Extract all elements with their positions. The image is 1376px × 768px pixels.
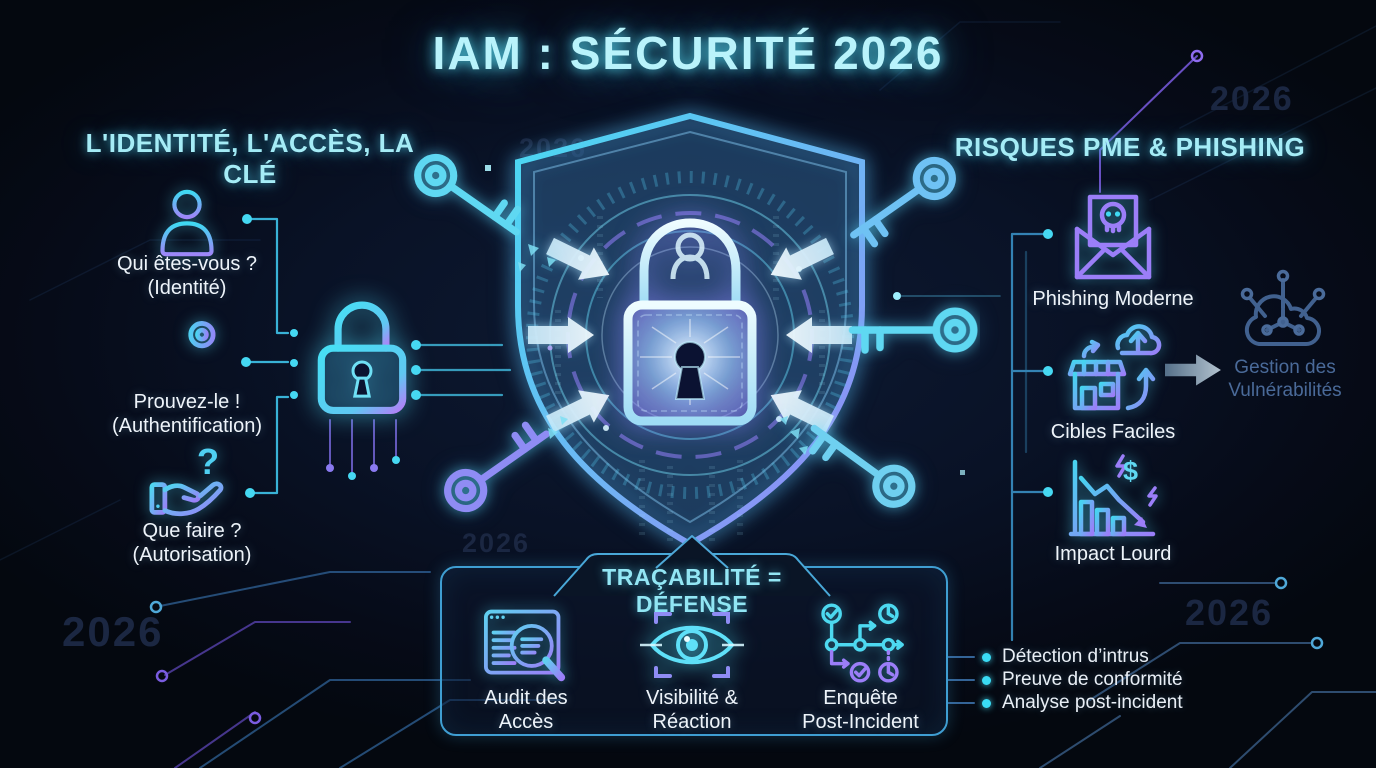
hand-question-icon: ? bbox=[149, 443, 224, 517]
bullet-dot bbox=[982, 652, 991, 662]
visibility-label: Visibilité & Réaction bbox=[617, 686, 767, 735]
bullet-item: Preuve de conformité bbox=[982, 669, 1183, 691]
label-line: Cibles Faciles bbox=[1050, 421, 1176, 443]
vulnerability-label: Gestion des Vulnérabilités bbox=[1200, 356, 1370, 402]
right-section-heading: RISQUES PME & PHISHING bbox=[954, 132, 1306, 162]
label-line: (Authentification) bbox=[111, 415, 263, 438]
bullet-dot bbox=[982, 698, 991, 708]
dollar-glyph: $ bbox=[1123, 456, 1138, 486]
label-line: Vulnérabilités bbox=[1228, 380, 1342, 402]
panel-chevron-icon bbox=[655, 535, 729, 569]
keyhole bbox=[674, 341, 706, 400]
identity-label: Qui êtes-vous ? (Identité) bbox=[87, 252, 287, 301]
audit-magnifier-icon bbox=[483, 609, 566, 682]
phishing-label: Phishing Moderne bbox=[1013, 287, 1213, 311]
label-line: Prouvez-le ! bbox=[133, 391, 241, 413]
enquete-label: Enquête Post-Incident bbox=[783, 686, 938, 735]
bullet-text: Détection d’intrus bbox=[1002, 646, 1149, 667]
audit-label: Audit des Accès bbox=[451, 686, 601, 735]
watermark-2026: 2026 bbox=[1185, 592, 1274, 633]
bullet-dot bbox=[982, 675, 991, 685]
key-icon bbox=[162, 321, 216, 371]
person-icon bbox=[160, 189, 214, 257]
bullet-item: Analyse post-incident bbox=[982, 692, 1183, 714]
label-line: Post-Incident bbox=[802, 711, 919, 734]
watermark-2026: 2026 bbox=[462, 528, 531, 558]
phishing-mail-icon bbox=[1074, 194, 1152, 280]
central-shield-graphic bbox=[400, 112, 980, 548]
bullet-text: Analyse post-incident bbox=[1002, 692, 1183, 713]
left-section-heading: L'IDENTITÉ, L'ACCÈS, LA CLÉ bbox=[85, 128, 415, 189]
right-arrow-icon bbox=[1165, 354, 1221, 386]
authorization-label: Que faire ? (Autorisation) bbox=[87, 519, 297, 568]
watermark-2026: 2026 bbox=[62, 608, 164, 655]
bullet-item: Détection d’intrus bbox=[982, 646, 1149, 668]
label-line: Accès bbox=[498, 711, 554, 734]
label-line: Phishing Moderne bbox=[1032, 288, 1194, 310]
central-padlock-icon bbox=[623, 218, 757, 426]
authentication-label: Prouvez-le ! (Authentification) bbox=[67, 390, 307, 439]
label-line: Qui êtes-vous ? bbox=[116, 253, 258, 275]
keys-decoration bbox=[411, 149, 974, 515]
storefront-cloud-icon bbox=[1067, 324, 1162, 411]
label-line: Audit des bbox=[484, 687, 568, 709]
eye-visibility-icon bbox=[640, 612, 744, 678]
label-line: Visibilité & bbox=[646, 687, 738, 709]
label-line: Enquête bbox=[823, 687, 898, 709]
impact-label: Impact Lourd bbox=[1033, 542, 1193, 566]
vulnerability-cloud-icon bbox=[1240, 269, 1326, 347]
label-line: Gestion des bbox=[1234, 357, 1336, 378]
watermark-2026: 2026 bbox=[1210, 80, 1294, 118]
label-line: (Autorisation) bbox=[132, 544, 252, 567]
impact-chart-icon: $ bbox=[1068, 454, 1158, 537]
label-line: (Identité) bbox=[147, 277, 227, 300]
identity-person-icon bbox=[670, 232, 710, 280]
incident-timeline-icon bbox=[821, 603, 904, 683]
label-line: Que faire ? bbox=[142, 520, 242, 542]
question-glyph: ? bbox=[197, 443, 219, 482]
cibles-label: Cibles Faciles bbox=[1023, 420, 1203, 444]
page-title: IAM : SÉCURITÉ 2026 bbox=[432, 27, 944, 79]
padlock-icon bbox=[317, 301, 407, 415]
label-line: Réaction bbox=[652, 711, 732, 734]
bullet-text: Preuve de conformité bbox=[1002, 669, 1183, 690]
label-line: Impact Lourd bbox=[1054, 543, 1172, 565]
